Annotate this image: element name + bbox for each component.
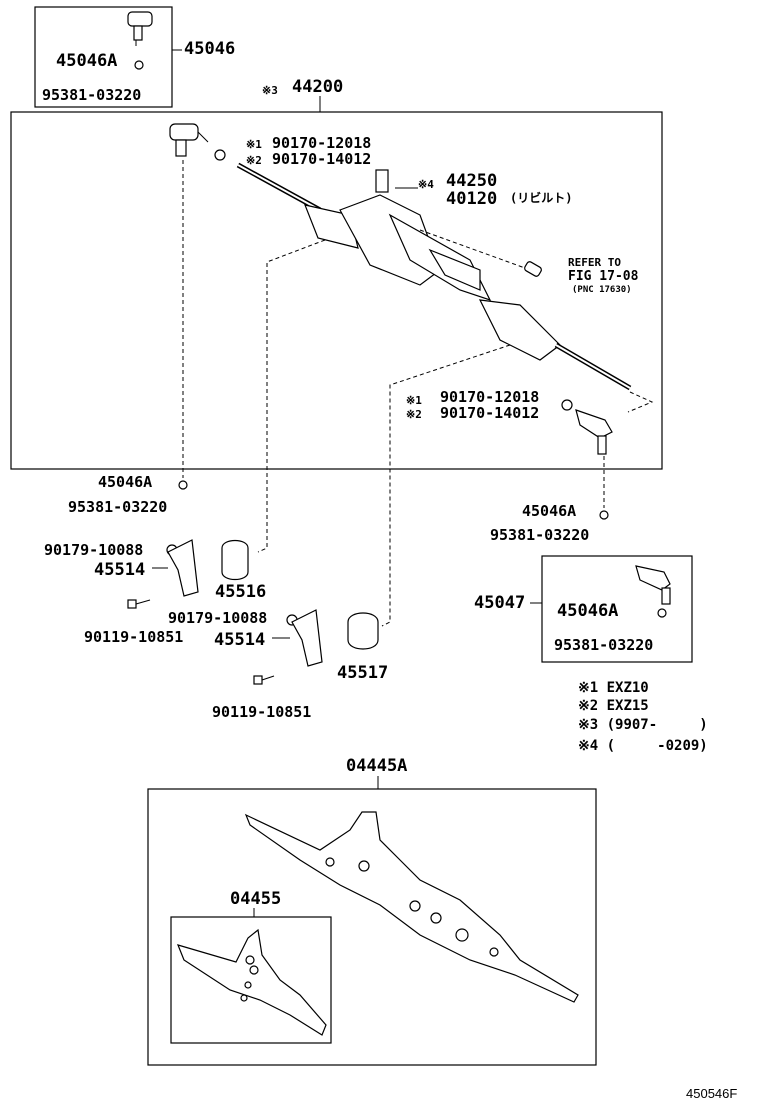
title-mark: ※3 xyxy=(262,84,278,97)
kit-inner-label: 04455 xyxy=(230,889,281,909)
nut2-label: 90170-14012 xyxy=(272,150,371,168)
tie-rod-end-icon xyxy=(635,565,671,605)
left-end-part-label: 45046A xyxy=(98,473,152,491)
bracket-nut-b-label: 90179-10088 xyxy=(168,609,267,627)
housing-detail-icon xyxy=(176,928,327,1036)
nut1-label: 90170-12018 xyxy=(272,134,371,152)
gear-mark: ※4 xyxy=(418,178,434,191)
bushing-a-label: 45516 xyxy=(215,582,266,602)
nut2b-label: 90170-14012 xyxy=(440,404,539,422)
nut-icon xyxy=(134,60,144,70)
left-tie-rod-end-icon xyxy=(169,123,209,157)
nut-icon xyxy=(561,399,573,411)
bolt-icon xyxy=(253,675,275,685)
bracket-icon xyxy=(167,539,199,597)
rebuilt-part-label: 40120 xyxy=(446,189,497,209)
kit-inner-box xyxy=(170,916,332,1044)
left-end-bolt-label: 95381-03220 xyxy=(68,498,167,516)
box-sub-bolt-label: 95381-03220 xyxy=(42,86,141,104)
bracket-bolt-a-label: 90119-10851 xyxy=(84,628,183,646)
main-assembly-box xyxy=(10,111,663,470)
refer-line1: REFER TO xyxy=(568,256,621,269)
steering-rack-icon xyxy=(236,162,632,391)
right-end-bolt-label: 95381-03220 xyxy=(490,526,589,544)
nut-icon xyxy=(214,149,226,161)
main-part-label: 44200 xyxy=(292,77,343,97)
nut1-mark: ※1 xyxy=(246,138,262,151)
note-4: ※4 ( -0209) xyxy=(578,738,708,754)
nut-icon xyxy=(657,608,667,618)
nut-icon xyxy=(178,480,188,490)
tie-rod-end-icon xyxy=(127,11,153,46)
gear-part-label: 44250 xyxy=(446,171,497,191)
bushing-b-label: 45517 xyxy=(337,663,388,683)
note-3: ※3 (9907- ) xyxy=(578,717,708,733)
diagram-code: 450546F xyxy=(686,1086,737,1101)
bracket-nut-a-label: 90179-10088 xyxy=(44,541,143,559)
box2-sub-part-label: 45046A xyxy=(557,601,618,621)
tie-rod-end-box xyxy=(34,6,173,108)
nut-icon xyxy=(599,510,609,520)
bracket-b-label: 45514 xyxy=(214,630,265,650)
bracket-icon xyxy=(291,609,323,667)
tie-rod-end-box-2 xyxy=(541,555,693,663)
box2-sub-bolt-label: 95381-03220 xyxy=(554,636,653,654)
refer-line3: (PNC 17630) xyxy=(572,285,632,295)
kit-box xyxy=(147,788,597,1066)
refer-line2: FIG 17-08 xyxy=(568,269,639,284)
nut2-mark: ※2 xyxy=(246,154,262,167)
note-2: ※2 EXZ15 xyxy=(578,698,649,714)
rack-housing-icon xyxy=(244,811,579,1003)
nut1b-mark: ※1 xyxy=(406,394,422,407)
fitting-icon xyxy=(524,261,542,277)
box-sub-part-label: 45046A xyxy=(56,51,117,71)
nut1b-label: 90170-12018 xyxy=(440,388,539,406)
kit-label: 04445A xyxy=(346,756,407,776)
bracket-bolt-b-label: 90119-10851 xyxy=(212,703,311,721)
right-end-part-label: 45046A xyxy=(522,502,576,520)
bracket-a-label: 45514 xyxy=(94,560,145,580)
bolt-icon xyxy=(127,599,151,609)
part-45047-label: 45047 xyxy=(474,593,525,613)
bushing-icon xyxy=(347,612,379,650)
part-45046-label: 45046 xyxy=(184,39,235,59)
bushing-icon xyxy=(221,539,249,581)
nut2b-mark: ※2 xyxy=(406,408,422,421)
right-tie-rod-end-icon xyxy=(575,409,613,455)
note-1: ※1 EXZ10 xyxy=(578,680,649,696)
rebuilt-note: (リビルト) xyxy=(510,190,572,205)
